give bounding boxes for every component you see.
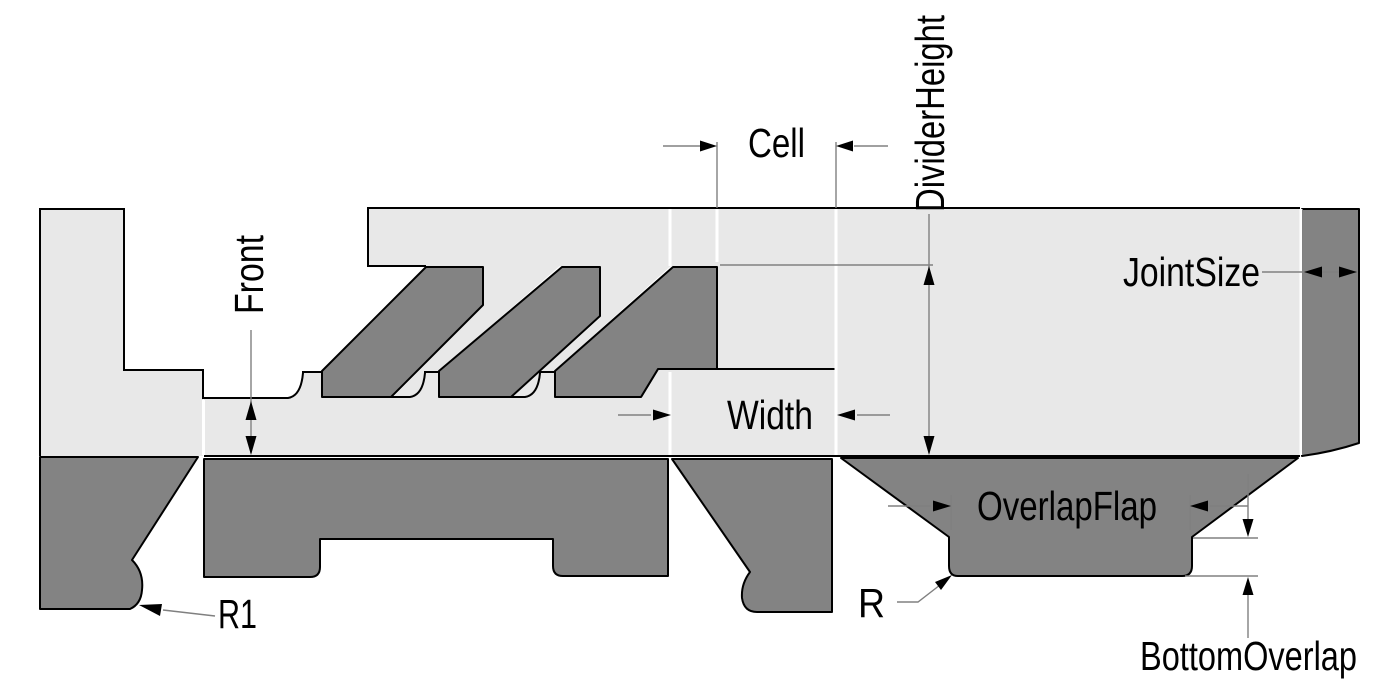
width-right-arrowhead — [837, 409, 855, 421]
r1-leader-line — [162, 609, 216, 617]
cell-left-arrowhead — [700, 140, 717, 152]
strip-top-edge-2 — [391, 371, 439, 398]
center-right-bottom-flap-shape — [671, 458, 833, 613]
divider-channel-1 — [394, 264, 562, 396]
left-end-panel-shape — [40, 209, 203, 456]
front-top-arrowhead — [245, 401, 257, 420]
divider-height-bottom-arrowhead — [923, 436, 935, 455]
divider-height-label: DividerHeight — [907, 15, 953, 212]
r-leader-arrowhead — [935, 575, 952, 590]
bottom-overlap-label: BottomOverlap — [1140, 633, 1357, 679]
front-label: Front — [226, 235, 272, 314]
bottom-overlap-extension-lines — [1185, 537, 1258, 577]
overlap-flap-left-arrowhead — [933, 500, 951, 512]
overlap-flap-shape — [840, 457, 1299, 577]
r-leader-line — [897, 584, 941, 603]
arrowheads — [139, 140, 1357, 616]
divider-3-shape — [554, 266, 718, 398]
panel-top-left-edges — [367, 207, 1300, 267]
cell-label: Cell — [748, 120, 805, 166]
width-left-arrowhead — [653, 409, 671, 421]
bottom-overlap-lower-arrowhead — [1242, 577, 1254, 595]
r-label: R — [858, 580, 885, 626]
divider-channel-2 — [513, 264, 673, 396]
strip-top-edge-3 — [511, 371, 555, 398]
width-label: Width — [727, 392, 813, 438]
divider-2-shape — [438, 266, 601, 398]
front-bottom-arrowhead — [245, 436, 257, 455]
divider-height-top-arrowhead — [923, 266, 935, 285]
joint-size-label: JointSize — [1123, 249, 1260, 295]
joint-size-left-arrowhead — [1304, 266, 1322, 278]
r1-label: R1 — [218, 591, 257, 637]
crease-lines — [202, 209, 1303, 455]
dark-pieces — [39, 208, 1360, 613]
panel-outlines — [39, 207, 1300, 457]
joint-size-right-arrowhead — [1339, 266, 1357, 278]
center-bottom-flap-shape — [203, 458, 669, 578]
overlap-flap-label: OverlapFlap — [977, 483, 1157, 529]
left-bottom-flap-shape — [39, 456, 199, 610]
r1-leader-arrowhead — [139, 604, 162, 616]
divider-1-shape — [321, 266, 484, 398]
overlap-flap-extension-lines — [950, 495, 1191, 530]
left-end-panel-outline — [39, 208, 204, 456]
cell-extension-lines — [716, 142, 837, 208]
cell-right-arrowhead — [836, 140, 853, 152]
main-panel-shape — [203, 208, 1300, 456]
joint-glue-strip-shape — [1301, 208, 1360, 457]
strip-top-edge-1 — [203, 371, 322, 399]
overlap-flap-right-arrowhead — [1190, 500, 1208, 512]
bottom-overlap-upper-arrowhead — [1242, 519, 1254, 537]
